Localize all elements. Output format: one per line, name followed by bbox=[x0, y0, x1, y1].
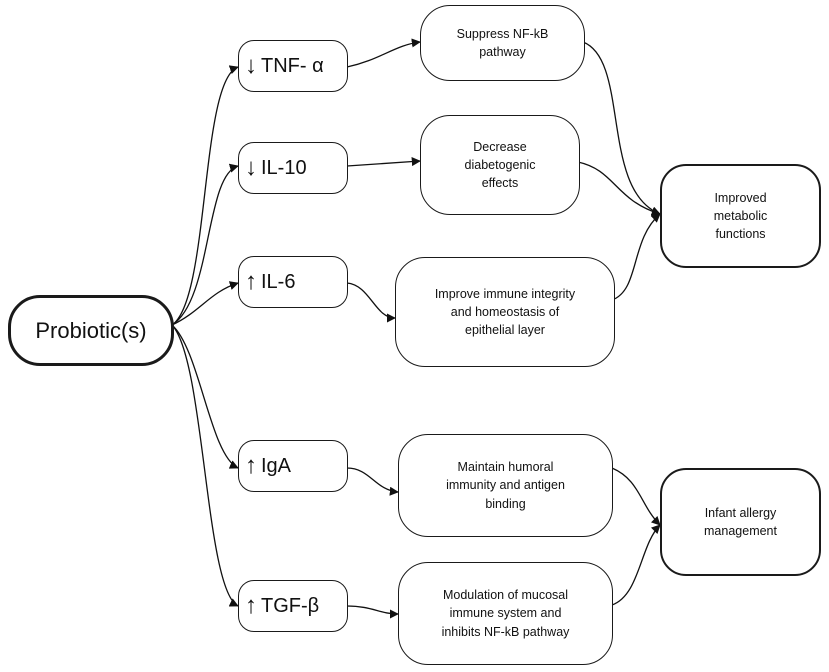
connector-mucosal-allergy bbox=[611, 524, 661, 606]
cytokine-il10-node: ↓ IL-10 bbox=[238, 142, 348, 194]
cytokine-tnf-node: ↓ TNF- α bbox=[238, 40, 348, 92]
effect-immune-node: Improve immune integrity and homeostasis… bbox=[395, 257, 615, 367]
connector-humoral-allergy bbox=[611, 467, 661, 526]
connector-diab-metabolic bbox=[577, 161, 661, 216]
connector-immune-metabolic bbox=[611, 213, 661, 301]
outcome-label: Improved metabolic functions bbox=[713, 190, 768, 242]
connector-probiotic-tgfb bbox=[171, 324, 239, 607]
cytokine-iga-node: ↑ IgA bbox=[238, 440, 348, 492]
connector-tgfb-mucosal bbox=[346, 605, 399, 619]
effect-label: Modulation of mucosal immune system and … bbox=[441, 588, 570, 639]
effect-label: Suppress NF-kB pathway bbox=[456, 26, 549, 59]
connector-probiotic-il10 bbox=[171, 163, 239, 326]
effect-nfkb-node: Suppress NF-kB pathway bbox=[420, 5, 585, 81]
cytokine-tgfb-node: ↑ TGF-β bbox=[238, 580, 348, 632]
effect-humoral-node: Maintain humoral immunity and antigen bi… bbox=[398, 434, 613, 537]
up-arrow-icon: ↑ bbox=[245, 452, 257, 479]
connector-nfkb-metabolic bbox=[582, 41, 661, 216]
up-arrow-icon: ↑ bbox=[245, 592, 257, 619]
up-arrow-icon: ↑ bbox=[245, 268, 257, 295]
cytokine-il6-node: ↑ IL-6 bbox=[238, 256, 348, 308]
outcome-allergy-node: Infant allergy management bbox=[660, 468, 821, 576]
connector-probiotic-il6 bbox=[171, 281, 239, 326]
down-arrow-icon: ↓ bbox=[245, 154, 257, 181]
effect-label: Improve immune integrity and homeostasis… bbox=[434, 286, 576, 338]
cytokine-label: IgA bbox=[261, 454, 292, 477]
probiotic-label: Probiotic(s) bbox=[35, 317, 147, 343]
effect-mucosal-node: Modulation of mucosal immune system and … bbox=[398, 562, 613, 665]
outcome-label: Infant allergy management bbox=[704, 505, 777, 538]
cytokine-label: TGF-β bbox=[261, 594, 320, 617]
connector-iga-humoral bbox=[346, 467, 399, 496]
effect-label: Maintain humoral immunity and antigen bi… bbox=[446, 460, 565, 511]
cytokine-label: TNF- α bbox=[261, 54, 324, 77]
outcome-metabolic-node: Improved metabolic functions bbox=[660, 164, 821, 268]
connector-il6-immune bbox=[346, 282, 396, 323]
connector-probiotic-iga bbox=[171, 324, 239, 469]
connector-probiotic-tnf bbox=[171, 65, 239, 326]
cytokine-label: IL-10 bbox=[261, 156, 307, 179]
down-arrow-icon: ↓ bbox=[245, 52, 257, 79]
connector-tnf-nfkb bbox=[346, 38, 421, 68]
cytokine-label: IL-6 bbox=[261, 270, 296, 293]
probiotic-node: Probiotic(s) bbox=[8, 295, 174, 366]
connector-il10-diab bbox=[346, 157, 421, 167]
effect-label: Decrease diabetogenic effects bbox=[464, 139, 536, 191]
effect-diab-node: Decrease diabetogenic effects bbox=[420, 115, 580, 215]
